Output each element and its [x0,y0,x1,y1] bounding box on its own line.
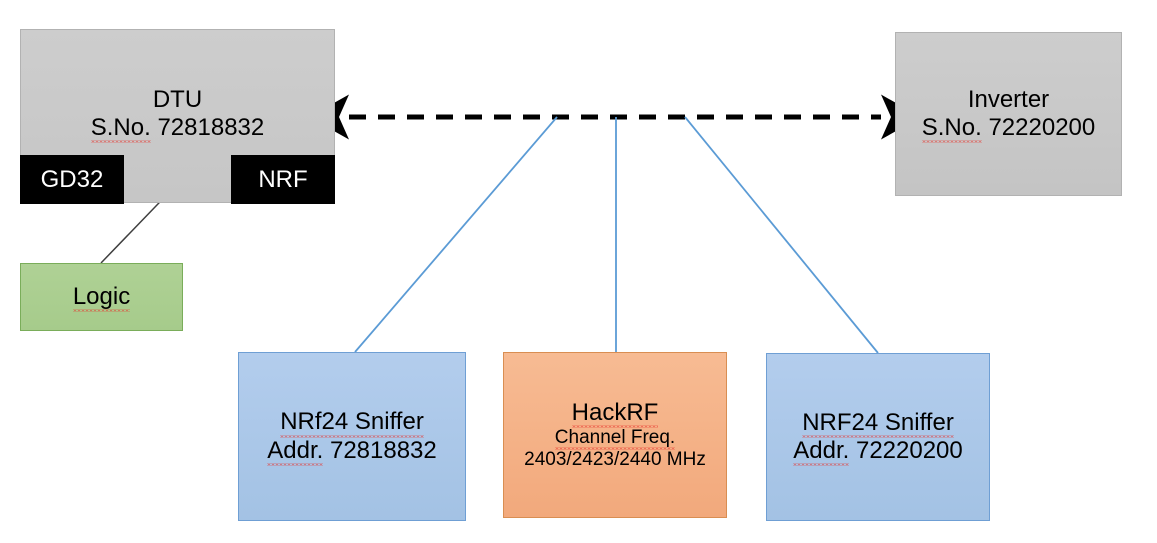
inverter-box[interactable]: Inverter S.No. 72220200 [895,32,1122,196]
logic-analyzer-box[interactable]: Logic [20,263,183,331]
hackrf-channel-freq-label: Channel Freq. [554,426,676,451]
hackrf-sub-label: Channel Freq. [554,426,676,451]
sniffer-right-label: NRF24 Sniffer [802,408,954,439]
nrf24-sniffer-right-box[interactable]: NRF24 Sniffer Addr. 72220200 [766,353,990,521]
gd32-label: GD32 [40,165,104,193]
dtu-serial: S.No. 72818832 [90,114,265,144]
sniffer-right-title: NRF24 Sniffer [802,408,954,439]
nrf24-sniffer-left-box[interactable]: NRf24 Sniffer Addr. 72818832 [238,352,466,521]
hackrf-label: HackRF [571,398,659,428]
inverter-serial-value: 72220200 [988,114,1096,141]
dtu-label: DTU [152,86,203,113]
sniffer-left-addr: Addr. 72818832 [267,436,437,466]
sniffer-left-addr-value: 72818832 [329,436,437,464]
dtu-serial-label: S.No. [90,114,151,144]
logic-label: Logic [72,282,131,313]
sniffer-left-tap [354,116,558,353]
sniffer-right-addr-label: Addr. [793,437,850,467]
sniffer-left-label: NRf24 Sniffer [280,408,424,438]
sniffer-left-title: NRf24 Sniffer [280,408,424,438]
inverter-serial: S.No. 72220200 [921,114,1096,144]
sniffer-left-addr-label: Addr. [267,436,324,466]
inverter-serial-label: S.No. [921,114,982,144]
sniffer-right-addr: Addr. 72220200 [793,437,963,467]
hackrf-title: HackRF [571,398,659,428]
inverter-label: Inverter [967,85,1050,113]
sniffer-right-tap [684,116,879,354]
nrf-label: NRF [258,165,308,193]
hackrf-box[interactable]: HackRF Channel Freq. 2403/2423/2440 MHz [503,352,727,518]
hackrf-frequencies: 2403/2423/2440 MHz [524,449,706,471]
sniffer-right-addr-value: 72220200 [855,437,963,464]
nrf-chip-box[interactable]: NRF [231,155,335,204]
dtu-serial-value: 72818832 [157,114,265,142]
gd32-chip-box[interactable]: GD32 [20,155,124,204]
